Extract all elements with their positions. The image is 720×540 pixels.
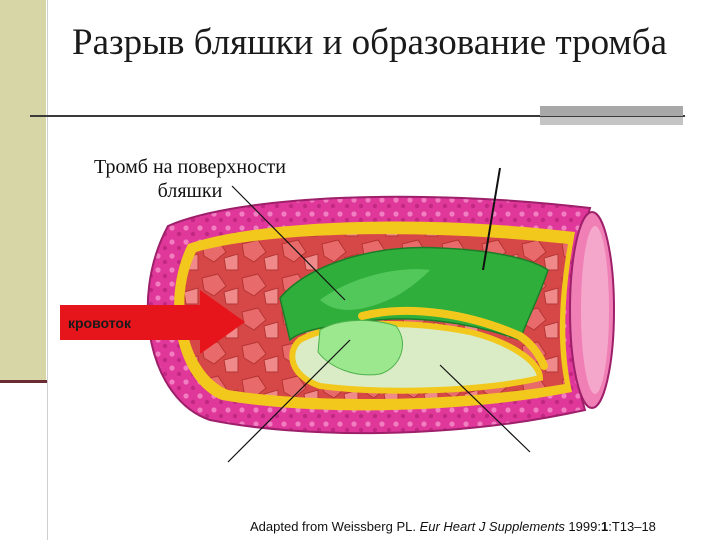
citation-pages: :T13–18 — [608, 519, 656, 534]
citation-prefix: Adapted from Weissberg PL. — [250, 519, 420, 534]
vertical-divider — [47, 0, 48, 540]
citation-volume: 1 — [600, 519, 609, 534]
pointer-thrombus — [231, 185, 346, 301]
decor-block-top — [540, 106, 683, 116]
thrombus-highlight — [320, 269, 430, 310]
pointer-lumen — [482, 167, 501, 271]
left-accent-bar — [0, 0, 46, 382]
pointer-bottom-left — [227, 339, 351, 463]
citation: Adapted from Weissberg PL. Eur Heart J S… — [250, 519, 656, 534]
blood-flow-label: кровоток — [68, 315, 132, 331]
slide-title: Разрыв бляшки и образование тромба — [72, 22, 668, 63]
label-thrombus-on-plaque: Тромб на поверхности бляшки — [94, 156, 286, 202]
thrombus-light — [317, 319, 404, 376]
pointer-bottom-right — [439, 364, 531, 453]
left-accent-rule — [0, 380, 48, 383]
decor-block-bottom — [540, 117, 683, 125]
citation-journal: Eur Heart J Supplements — [419, 519, 565, 534]
fibrous-cap — [358, 306, 548, 370]
title-underline — [30, 115, 685, 117]
blood-flow-arrow — [60, 290, 245, 354]
citation-year: 1999: — [564, 519, 601, 534]
